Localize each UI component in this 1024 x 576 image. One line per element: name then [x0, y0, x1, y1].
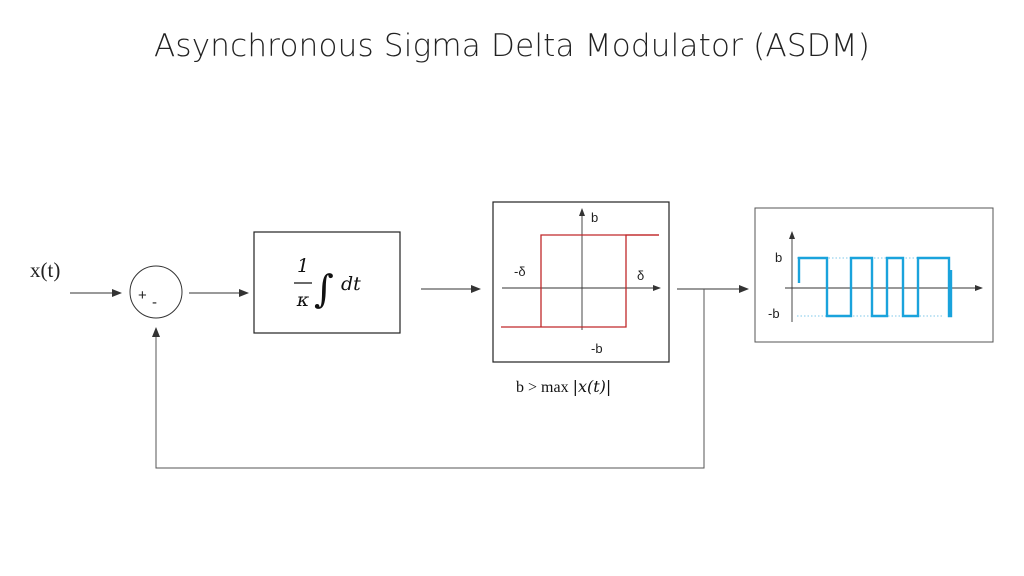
integrator-denominator: κ	[296, 289, 310, 311]
summer-minus-sign: -	[152, 294, 157, 311]
integrator-numerator: 1	[297, 255, 309, 277]
condition-expression: |x(t)|	[573, 377, 612, 396]
hysteresis-quantizer-block	[492, 201, 670, 363]
amplitude-condition: b > max |x(t)|	[516, 377, 611, 396]
input-label: x(t)	[30, 258, 60, 282]
output-neg-b-label: -b	[768, 306, 780, 321]
diagram-title: Asynchronous Sigma Delta Modulator (ASDM…	[153, 28, 871, 64]
summing-junction	[129, 265, 183, 319]
quantizer-neg-delta-label: -δ	[514, 264, 526, 279]
integral-sign: ∫	[314, 267, 334, 311]
hysteresis-loop-lower	[540, 234, 659, 327]
output-pulse-waveform	[797, 256, 953, 318]
quantizer-delta-label: δ	[637, 268, 644, 283]
output-pulse-plot	[754, 207, 994, 343]
output-b-label: b	[775, 250, 782, 265]
quantizer-neg-b-label: -b	[591, 341, 603, 356]
condition-prefix: b > max	[516, 379, 573, 396]
quantizer-b-label: b	[591, 210, 598, 225]
integrator-dt: dt	[341, 273, 361, 295]
feedback-path	[152, 289, 705, 469]
integrator-block	[253, 231, 401, 334]
summer-plus-sign: +	[138, 287, 147, 304]
